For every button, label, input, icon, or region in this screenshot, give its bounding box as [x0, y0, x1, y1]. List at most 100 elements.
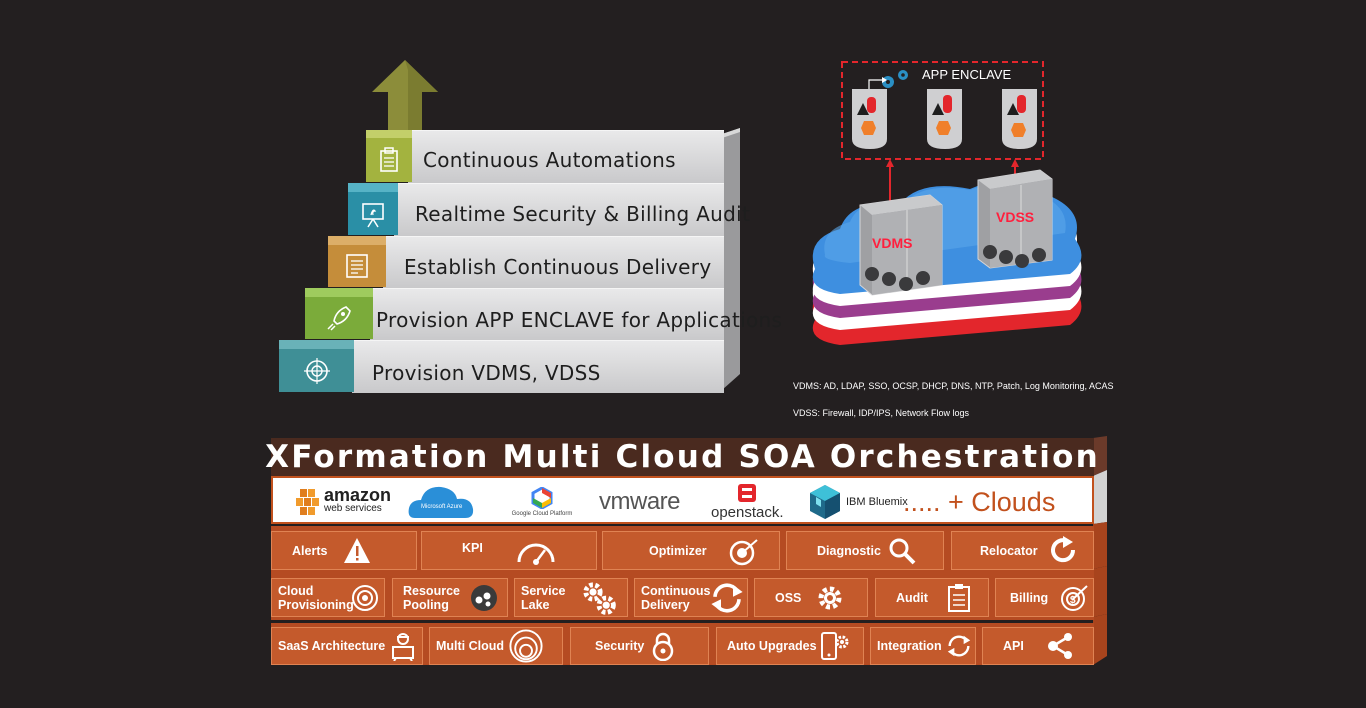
- step-top-5: [279, 340, 354, 349]
- module-diagnostic-label: Diagnostic: [817, 543, 881, 558]
- azure-cloud-icon: [408, 486, 474, 518]
- platform-title-band: XFormation Multi Cloud SOA Orchestration: [265, 438, 1098, 476]
- module-security[interactable]: Security: [570, 627, 709, 665]
- azure-logo-label: Microsoft Azure: [421, 504, 463, 510]
- module-kpi-label: KPI: [462, 540, 483, 555]
- module-alerts[interactable]: Alerts: [271, 531, 417, 570]
- module-service-lake-label-2: Lake: [521, 597, 550, 612]
- gears-icon: [868, 70, 908, 91]
- enclave-pod-2: [927, 89, 962, 149]
- vdms-tower: VDMS: [859, 194, 943, 296]
- step-slab-5: [352, 340, 724, 393]
- module-resource-pooling-label-2: Pooling: [403, 597, 449, 612]
- optimizer-target-icon: [729, 538, 758, 565]
- app-enclave-box: [841, 61, 1044, 160]
- mobile-gear-icon: [821, 632, 849, 660]
- step-top-2: [348, 183, 398, 192]
- openstack-icon: [738, 484, 757, 502]
- rocket-icon: [327, 306, 351, 331]
- step-slab-2: [394, 183, 724, 236]
- module-auto-upgrades[interactable]: Auto Upgrades: [716, 627, 864, 665]
- billing-target-icon: $: [1061, 584, 1088, 611]
- openstack-logo: openstack.: [711, 482, 784, 522]
- step-icon-3: [328, 245, 386, 287]
- module-security-label: Security: [595, 639, 645, 653]
- module-optimizer-label: Optimizer: [649, 543, 707, 558]
- module-oss[interactable]: OSS: [754, 578, 868, 617]
- module-audit[interactable]: Audit: [875, 578, 989, 617]
- more-clouds: ..... + Clouds: [903, 482, 1055, 522]
- cloud-logos-band: amazon web services Microsoft Azure Goog…: [271, 476, 1094, 524]
- step-top-1: [366, 130, 412, 138]
- step-label-1: Continuous Automations: [423, 148, 676, 172]
- aws-logo-bottom: web services: [324, 503, 382, 514]
- openstack-logo-label: openstack.: [711, 504, 784, 521]
- module-resource-pooling-label-1: Resource: [403, 583, 460, 598]
- module-multi-cloud[interactable]: Multi Cloud: [429, 627, 563, 665]
- module-relocator[interactable]: Relocator: [951, 531, 1094, 570]
- step-label-5: Provision VDMS, VDSS: [372, 361, 601, 385]
- presentation-board-icon: [362, 202, 384, 227]
- aws-logo: amazon web services: [295, 482, 391, 522]
- cycle-arrows-icon: [711, 582, 743, 613]
- module-oss-label-1: OSS: [775, 590, 802, 605]
- platform-side: [1093, 436, 1107, 665]
- module-continuous-delivery-label-1: Continuous: [641, 583, 711, 598]
- module-alerts-label: Alerts: [292, 543, 328, 558]
- architect-icon: [392, 633, 414, 661]
- step-icon-5: [279, 349, 354, 392]
- target-icon: [352, 584, 378, 611]
- module-integration-label: Integration: [877, 639, 942, 653]
- svg-text:$: $: [1070, 595, 1076, 606]
- document-icon: [346, 254, 368, 278]
- module-optimizer[interactable]: Optimizer: [602, 531, 780, 570]
- step-icon-2: [348, 192, 398, 235]
- pool-icon: [471, 584, 497, 611]
- step-label-2: Realtime Security & Billing Audit: [415, 202, 751, 226]
- aws-logo-top: amazon: [324, 485, 392, 505]
- enclave-pod-3: [1002, 89, 1037, 149]
- cloud-enclave-diagram: APP ENCLAVE VDMS VDSS: [812, 61, 1082, 345]
- module-kpi[interactable]: KPI: [421, 531, 597, 570]
- vdms-note: VDMS: AD, LDAP, SSO, OCSP, DHCP, DNS, NT…: [793, 381, 1114, 391]
- module-cloud-provisioning-label-2: Provisioning: [278, 597, 354, 612]
- vmware-logo-label: vmware: [599, 488, 681, 515]
- module-billing-label: Billing: [996, 591, 1048, 605]
- step-icon-4: [305, 297, 373, 339]
- warning-icon: [344, 537, 370, 563]
- gauge-icon: [517, 543, 555, 565]
- module-diagnostic[interactable]: Diagnostic: [786, 531, 944, 570]
- module-audit-label-1: Audit: [896, 590, 928, 605]
- lock-icon: [652, 632, 674, 661]
- gears-icon: [583, 581, 616, 615]
- module-integration[interactable]: Integration: [870, 627, 976, 665]
- share-nodes-icon: [1048, 633, 1072, 659]
- vdss-note: VDSS: Firewall, IDP/IPS, Network Flow lo…: [793, 408, 970, 418]
- checklist-icon: [948, 583, 970, 612]
- concentric-circles-icon: [509, 629, 543, 663]
- more-clouds-label: ..... + Clouds: [903, 486, 1056, 517]
- module-api[interactable]: API: [982, 627, 1094, 665]
- step-slab-3: [383, 236, 724, 288]
- ibm-bluemix-logo-label: IBM Bluemix: [846, 496, 908, 508]
- step-slab-1: [408, 130, 724, 183]
- step-top-4: [305, 288, 373, 297]
- module-cloud-provisioning-label-1: Cloud: [278, 583, 314, 598]
- module-billing[interactable]: Billing $: [995, 578, 1094, 617]
- bluemix-cube-icon: [810, 485, 840, 519]
- step-slab-4: [370, 288, 724, 340]
- target-icon: [303, 357, 330, 384]
- step-label-4: Provision APP ENCLAVE for Applications: [376, 308, 783, 332]
- module-oss-label: OSS: [755, 591, 801, 605]
- vdms-label: VDMS: [872, 235, 912, 251]
- module-saas-architecture[interactable]: SaaS Architecture: [271, 627, 423, 665]
- module-billing-label-1: Billing: [1010, 590, 1049, 605]
- step-label-3: Establish Continuous Delivery: [404, 255, 712, 279]
